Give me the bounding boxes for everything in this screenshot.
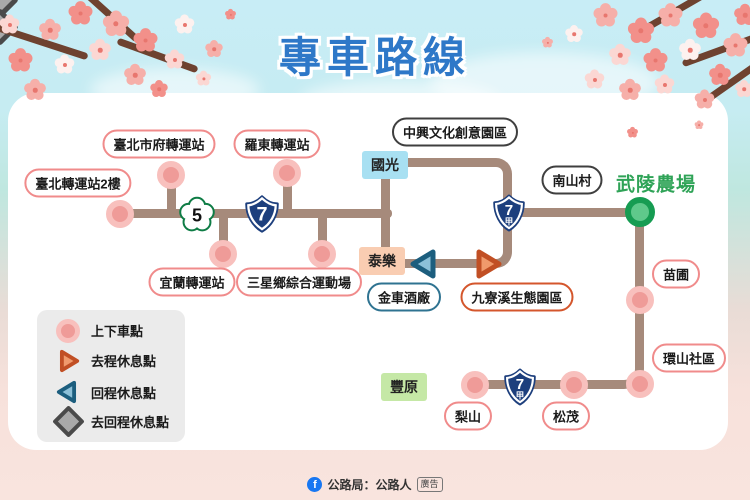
stop-circle-sanxing (308, 240, 336, 268)
station-label-sanxing: 三星鄉綜合運動場 (235, 267, 363, 297)
route-line-stub (318, 209, 327, 257)
waypoint-taile: 泰樂 (359, 247, 405, 275)
svg-text:甲: 甲 (505, 217, 513, 227)
legend-label: 去程休息點 (91, 354, 157, 370)
route-line-stub (283, 171, 292, 218)
footer-brand: 公路局：公路人 (327, 478, 412, 492)
station-label-taipei-city-hall: 臺北市府轉運站 (102, 129, 216, 159)
stop-circle-songmao (560, 370, 588, 399)
legend-row: 回程休息點 (53, 379, 185, 405)
station-label-wuling-farm: 武陵農場 (615, 174, 697, 196)
footer: f 公路局：公路人 廣告 (0, 476, 750, 493)
route-line-stub (219, 209, 228, 257)
route-line-stub (167, 173, 176, 218)
station-label-taipei-2f: 臺北轉運站2樓 (24, 168, 132, 198)
provincial-7a-shield-icon: 7 甲 (493, 194, 525, 232)
stop-circle-taipei-city-hall (157, 161, 185, 189)
stop-circle-yilan (209, 240, 237, 268)
station-label-lishan: 梨山 (443, 401, 493, 431)
station-label-jiuliaoxi: 九寮溪生態園區 (460, 282, 574, 312)
station-label-miaopu: 苗圃 (651, 259, 701, 289)
page-title: 專車路線 (278, 34, 471, 81)
svg-text:7: 7 (516, 376, 524, 393)
svg-text:甲: 甲 (516, 391, 524, 401)
terminal-circle-wuling-farm (625, 197, 655, 227)
freeway-5-shield-icon: 5 (179, 196, 215, 232)
station-label-zhongxing-park: 中興文化創意園區 (391, 117, 519, 147)
return-rest-icon (410, 249, 436, 279)
station-label-huanshan: 環山社區 (651, 343, 727, 373)
route-line-branch (507, 208, 642, 217)
ad-badge: 廣告 (416, 477, 443, 492)
station-label-kingcar: 金車酒廠 (366, 282, 442, 312)
svg-text:7: 7 (256, 204, 267, 226)
waypoint-guoguang: 國光 (362, 151, 408, 179)
svg-text:5: 5 (192, 206, 202, 226)
stop-circle-lishan (461, 370, 489, 399)
legend-row: 上下車點 (53, 318, 185, 343)
stop-circle-icon (56, 318, 80, 343)
outbound-rest-icon (476, 249, 502, 279)
roundtrip-rest-icon (51, 405, 85, 439)
station-label-songmao: 松茂 (541, 401, 591, 431)
return-rest-icon (56, 381, 77, 404)
outbound-rest-icon (59, 349, 80, 372)
stop-circle-taipei-2f (106, 199, 134, 228)
waypoint-fengyuan: 豐原 (381, 373, 427, 401)
route-line-vertical (381, 163, 390, 258)
legend-label: 回程休息點 (91, 385, 157, 401)
legend-row: 去回程休息點 (51, 405, 185, 439)
legend-label: 上下車點 (91, 324, 144, 340)
svg-text:7: 7 (505, 202, 513, 219)
provincial-7-shield-icon: 7 (245, 195, 279, 233)
stop-circle-luodong (273, 159, 301, 187)
provincial-7a-shield-icon: 7 甲 (504, 368, 536, 406)
stop-circle-huanshan (626, 370, 654, 398)
stop-circle-miaopu (626, 286, 654, 314)
facebook-icon: f (307, 477, 323, 492)
station-label-luodong: 羅東轉運站 (233, 129, 321, 159)
legend-row: 去程休息點 (53, 348, 185, 374)
station-label-yilan: 宜蘭轉運站 (148, 267, 236, 297)
station-label-nanshan: 南山村 (541, 165, 603, 195)
legend-label: 去回程休息點 (91, 415, 170, 431)
legend: 上下車點 去程休息點 回程休息點 去回 (37, 310, 185, 442)
